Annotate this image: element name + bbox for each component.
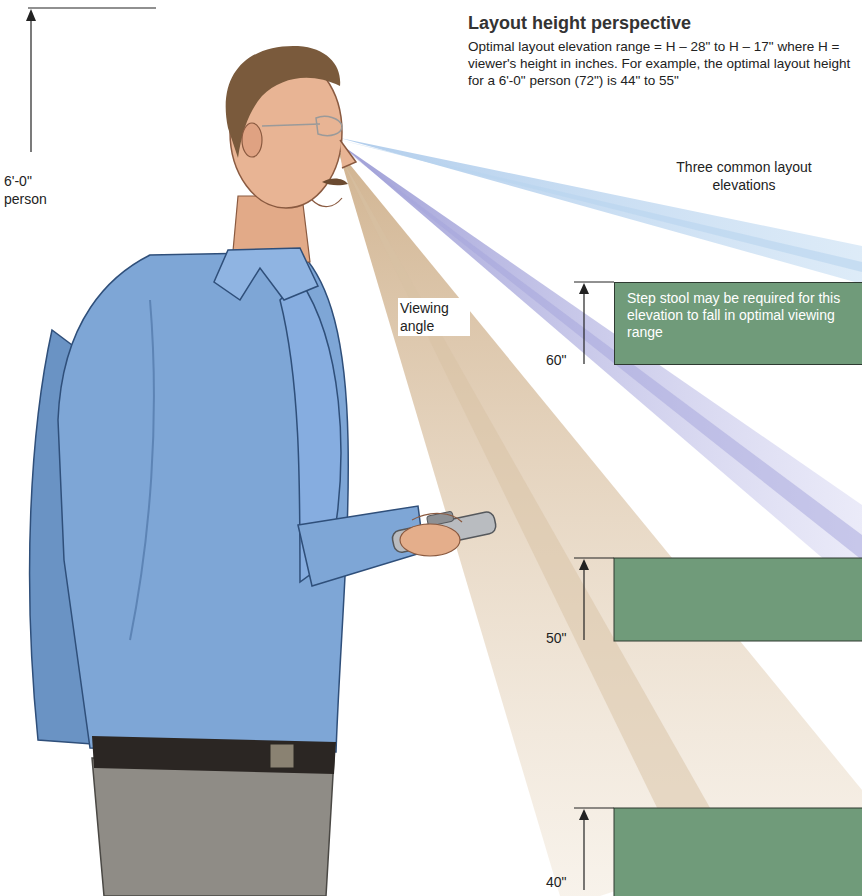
person-figure — [262, 116, 342, 135]
formula-note: Optimal layout elevation range = H – 28"… — [468, 38, 856, 89]
person-figure — [30, 46, 498, 896]
person-figure — [270, 744, 294, 768]
elevation-dimension — [574, 808, 614, 809]
beam-label: Viewing angle — [398, 298, 470, 336]
height-dimension — [28, 7, 156, 8]
elevation-label: 60" — [546, 352, 567, 369]
person-figure — [412, 513, 462, 522]
elevation-dimension — [579, 559, 589, 570]
elevation-dimension — [579, 283, 589, 294]
person-figure — [242, 123, 262, 157]
elevation-dimension — [583, 818, 584, 890]
person-figure — [340, 140, 356, 168]
elevation-dimension — [579, 809, 589, 820]
elevation-dimension — [583, 568, 584, 640]
elevation-box — [614, 808, 862, 896]
elevation-dimension — [574, 282, 614, 283]
person-figure — [130, 300, 154, 640]
height-dimension — [26, 8, 156, 152]
person-figure — [92, 736, 336, 774]
person-figure — [226, 46, 341, 158]
person-figure — [312, 198, 342, 207]
height-dimension — [26, 9, 36, 21]
diagram-title: Layout height perspective — [468, 12, 691, 34]
section-label: Three common layout elevations — [676, 158, 812, 194]
person-figure — [322, 178, 348, 185]
elevation-dimension — [583, 292, 584, 364]
person-figure — [400, 524, 460, 556]
person-figure — [58, 252, 348, 752]
elevation-dimension — [574, 558, 614, 559]
elevation-label: 40" — [546, 874, 567, 891]
elevation-label: 50" — [546, 630, 567, 647]
elevation-box — [614, 558, 862, 896]
person-figure — [92, 758, 334, 896]
height-dimension — [30, 18, 31, 152]
elevation-box: Step stool may be required for this elev… — [614, 282, 862, 365]
elevation-dimension — [574, 282, 614, 890]
person-figure — [214, 248, 318, 300]
height-label: 6'-0" person — [4, 172, 68, 208]
box-note: Step stool may be required for this elev… — [615, 283, 862, 348]
elevation-box — [614, 558, 862, 641]
